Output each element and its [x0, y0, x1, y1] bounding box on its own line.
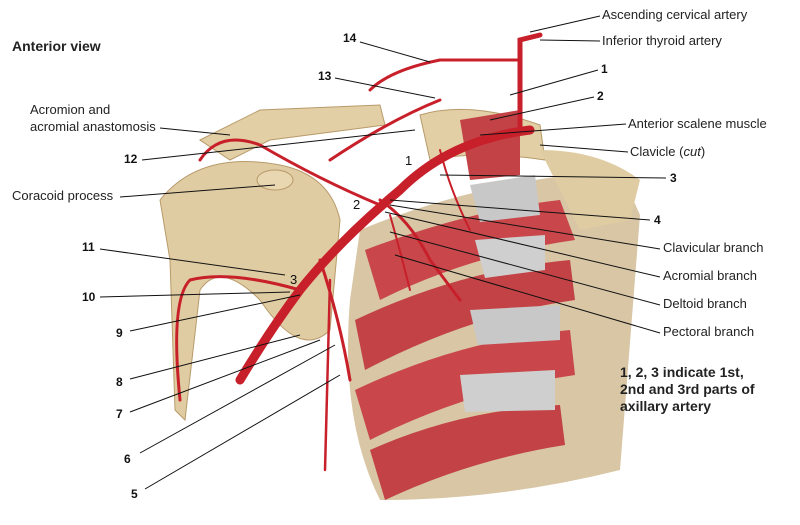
label-acromial-branch: Acromial branch: [663, 268, 757, 283]
axillary-part-1: 1: [405, 153, 413, 168]
number-4: 4: [654, 213, 661, 227]
label-anterior-scalene-muscle: Anterior scalene muscle: [628, 116, 767, 131]
label-acromion-line2: acromial anastomosis: [30, 119, 156, 134]
label-ascending-cervical-artery: Ascending cervical artery: [602, 7, 748, 22]
clavicle-text: Clavicle (: [630, 144, 684, 159]
number-14: 14: [343, 31, 357, 45]
caption-line: 2nd and 3rd parts of: [620, 381, 755, 397]
cut-text: cut: [683, 144, 701, 159]
caption-line: axillary artery: [620, 398, 712, 414]
view-title: Anterior view: [12, 38, 101, 54]
clavicle-paren: ): [700, 144, 706, 159]
label-clavicle-cut: Clavicle (cut): [630, 145, 705, 159]
caption-line: 1, 2, 3 indicate 1st,: [620, 364, 744, 380]
number-8: 8: [116, 375, 123, 389]
number-3: 3: [670, 171, 677, 185]
number-6: 6: [124, 452, 131, 466]
leader-lines: [99, 15, 667, 490]
label-inferior-thyroid-artery: Inferior thyroid artery: [602, 33, 722, 48]
caption: 1, 2, 3 indicate 1st, 2nd and 3rd parts …: [620, 364, 755, 415]
rib-muscles: [348, 170, 640, 500]
label-pectoral-branch: Pectoral branch: [663, 324, 755, 339]
axillary-part-2: 2: [353, 197, 361, 212]
label-clavicular-branch: Clavicular branch: [663, 240, 764, 255]
label-acromion-line1: Acromion and: [30, 102, 111, 117]
anterior-scalene-muscle: [460, 110, 520, 180]
number-2: 2: [597, 89, 604, 103]
number-7: 7: [116, 407, 123, 421]
number-1: 1: [601, 62, 608, 76]
bones: [159, 104, 640, 422]
arteries: [175, 32, 543, 472]
number-9: 9: [116, 326, 123, 340]
axillary-part-3: 3: [290, 272, 298, 287]
label-coracoid-process: Coracoid process: [12, 188, 114, 203]
number-13: 13: [318, 69, 332, 83]
label-deltoid-branch: Deltoid branch: [663, 296, 747, 311]
number-12: 12: [124, 152, 138, 166]
number-11: 11: [82, 240, 95, 254]
number-5: 5: [131, 487, 138, 501]
number-10: 10: [82, 290, 96, 304]
